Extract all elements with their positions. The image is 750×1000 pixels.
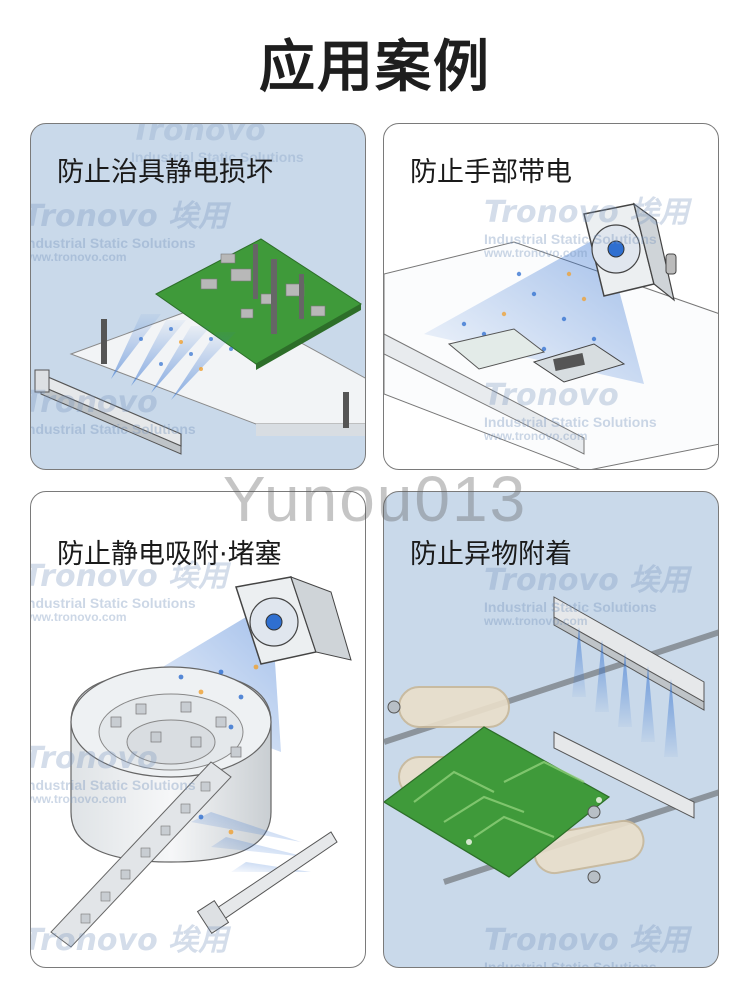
page-title: 应用案例 [259, 35, 491, 100]
fixture-illustration [34, 238, 365, 455]
case-label: 防止异物附着 [410, 539, 572, 570]
case-label: 防止手部带电 [410, 157, 572, 188]
case-card-foreign-matter: Tronovo 埃用 Industrial Static Solutions w… [383, 491, 719, 968]
case-label: 防止治具静电损坏 [57, 157, 273, 188]
bowl-feeder-illustration [50, 576, 352, 948]
roller-illustration [384, 596, 718, 885]
case-label: 防止静电吸附·堵塞 [57, 539, 282, 570]
case-card-fixture: Tronovo Industrial Static Solutions Tron… [30, 123, 366, 470]
case-card-adsorption: Tronovo 埃用 Industrial Static Solutions w… [30, 491, 366, 968]
hand-illustration [384, 202, 718, 469]
case-card-hand: Tronovo 埃用 Industrial Static Solutions w… [383, 123, 719, 470]
